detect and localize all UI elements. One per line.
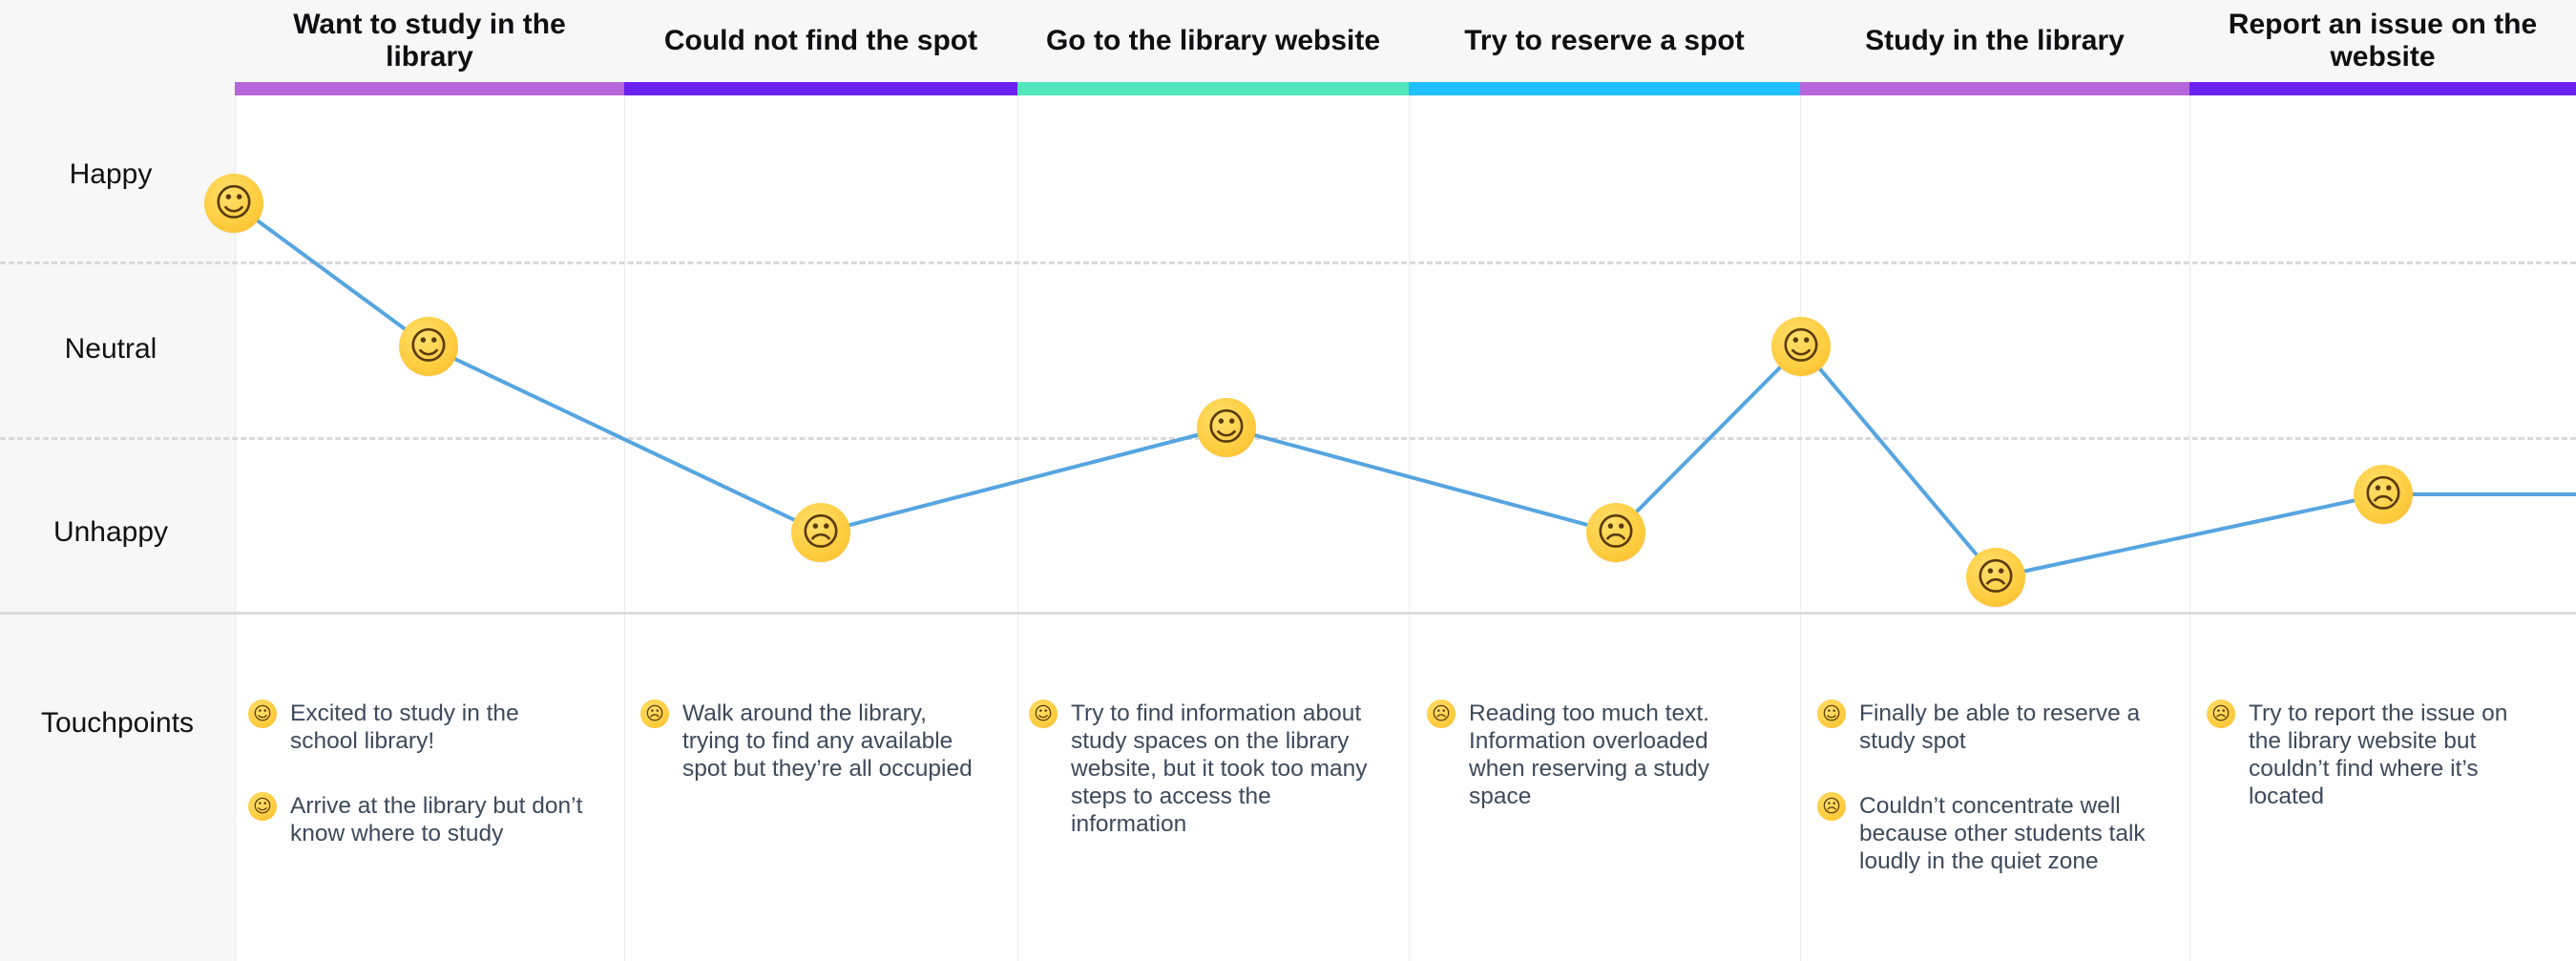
row-label-touchpoints: Touchpoints [40,707,195,739]
thinking-face-icon: ☺ [248,792,277,821]
stage-title-could-not-find-spot: Could not find the spot [663,25,978,56]
touchpoint-text: Walk around the library, trying to find … [682,700,973,782]
stage-title-study-in-library: Study in the library [1865,25,2125,56]
stage-bar [2189,82,2576,95]
touchpoint-item: ☺ Excited to study in the school library… [248,700,576,755]
row-label-column [0,0,236,961]
frowning-face-icon: ☹ [1966,548,2025,607]
stage-bar [235,82,624,95]
touchpoint-text: Try to find information about study spac… [1071,700,1368,837]
thinking-face-icon: ☺ [399,317,458,376]
touchpoint-item: ☹ Walk around the library, trying to fin… [640,700,988,783]
stage-bar [1409,82,1800,95]
star-struck-face-icon: ☺ [248,700,277,728]
stage-title-report-issue: Report an issue on the website [2228,9,2538,73]
row-label-happy: Happy [69,158,153,190]
exploding-head-face-icon: ☺ [1029,700,1058,728]
touchpoint-item: ☹ Try to report the issue on the library… [2207,700,2545,810]
stage-title-library-website: Go to the library website [1045,25,1381,56]
row-label-unhappy: Unhappy [52,516,169,548]
star-struck-face-icon: ☺ [204,174,263,233]
row-label-neutral: Neutral [64,333,157,365]
stage-bar [624,82,1017,95]
frowning-face-icon: ☹ [1817,792,1846,821]
touchpoint-text: Arrive at the library but don’t know whe… [290,793,583,846]
column-divider [624,95,625,961]
stage-title-want-to-study: Want to study in the library [293,9,566,73]
emotion-curve-line [232,201,2576,579]
exploding-head-face-icon: ☺ [1197,398,1256,457]
stage-bar [1017,82,1409,95]
touchpoint-text: Couldn’t concentrate well because other … [1859,793,2146,874]
relieved-face-icon: ☺ [1817,700,1846,728]
column-divider [1409,95,1410,961]
column-divider [1800,95,1801,961]
touchpoint-item: ☹ Couldn’t concentrate well because othe… [1817,792,2165,875]
stage-title-reserve-spot: Try to reserve a spot [1464,25,1745,56]
column-divider [1017,95,1018,961]
touchpoint-item: ☹ Reading too much text. Information ove… [1427,700,1755,810]
touchpoint-item: ☺ Finally be able to reserve a study spo… [1817,700,2146,755]
confused-face-icon: ☹ [791,503,850,562]
touchpoint-text: Excited to study in the school library! [290,700,519,754]
confused-face-icon: ☹ [640,700,669,728]
stage-header-row [235,0,2576,95]
touchpoint-item: ☺ Try to find information about study sp… [1029,700,1376,838]
touchpoint-item: ☺ Arrive at the library but don’t know w… [248,792,586,847]
neutral-unhappy-separator [0,437,2576,440]
touchpoint-text: Finally be able to reserve a study spot [1859,700,2141,754]
persevering-face-icon: ☹ [2207,700,2235,728]
touchpoint-text: Try to report the issue on the library w… [2249,700,2508,809]
touchpoint-text: Reading too much text. Information overl… [1469,700,1709,809]
persevering-face-icon: ☹ [2354,465,2413,524]
happy-neutral-separator [0,261,2576,264]
stage-bar [1800,82,2189,95]
emotion-touchpoint-separator [0,612,2576,615]
relieved-face-icon: ☺ [1771,317,1831,376]
dizzy-face-icon: ☹ [1586,503,1645,562]
column-divider [2189,95,2190,961]
dizzy-face-icon: ☹ [1427,700,1456,728]
